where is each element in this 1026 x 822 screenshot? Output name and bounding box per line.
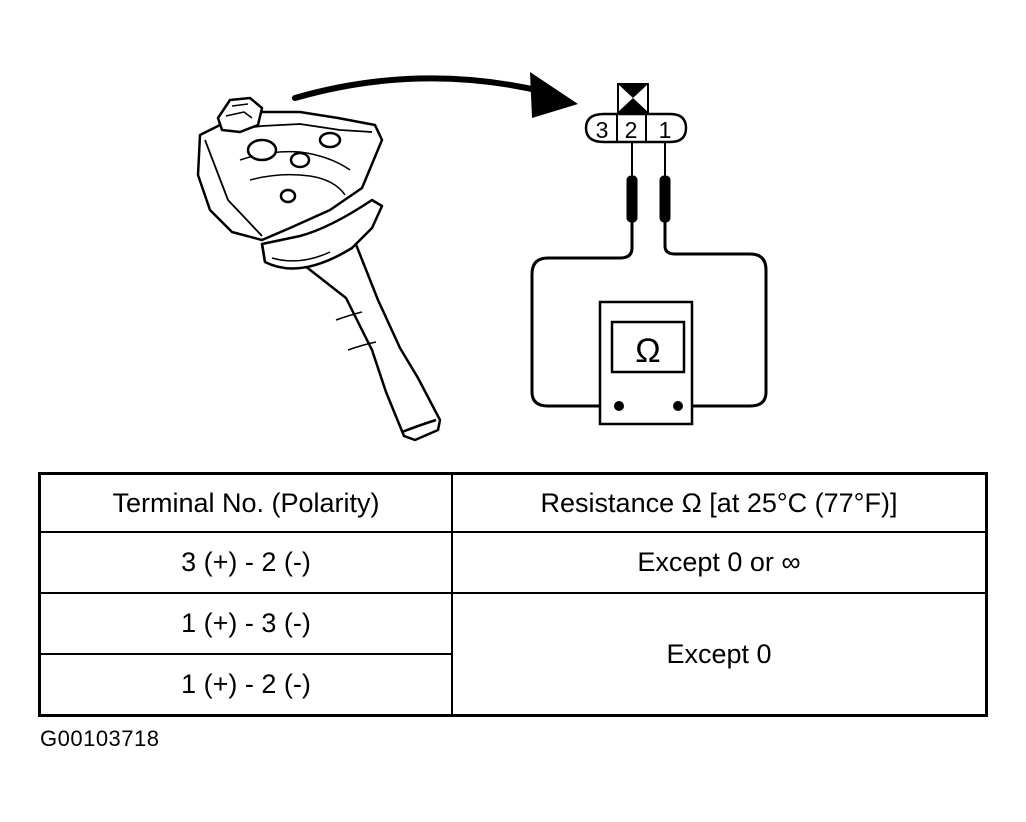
cell-terminals: 1 (+) - 3 (-) xyxy=(38,592,453,655)
test-probes xyxy=(626,142,671,223)
figure-id: G00103718 xyxy=(40,726,160,751)
header-resistance: Resistance Ω [at 25°C (77°F)] xyxy=(451,472,988,533)
connector-lock-icon xyxy=(618,84,648,98)
connector: 3 2 1 xyxy=(584,83,688,144)
cell-terminals: 3 (+) - 2 (-) xyxy=(38,531,453,594)
ohmmeter-display xyxy=(610,320,686,374)
ignition-coil-illustration xyxy=(196,96,442,442)
probe-jack-left xyxy=(614,401,624,411)
terminal-1-label: 1 xyxy=(659,117,672,143)
table-header-row: Terminal No. (Polarity) Resistance Ω [at… xyxy=(38,472,988,533)
table-row: 1 (+) - 2 (-) xyxy=(38,653,987,717)
resistance-spec-table: Terminal No. (Polarity) Resistance Ω [at… xyxy=(38,472,988,717)
curved-arrow-icon xyxy=(292,72,578,118)
terminal-3-label: 3 xyxy=(596,117,609,143)
table-row: 3 (+) - 2 (-) Except 0 or ∞ xyxy=(38,531,988,594)
coil-test-diagram: 3 2 1 Ω xyxy=(196,72,768,442)
test-leads xyxy=(530,222,768,408)
header-terminal: Terminal No. (Polarity) xyxy=(38,472,453,533)
cell-resistance-merged: Except 0 xyxy=(451,592,988,717)
ohm-symbol: Ω xyxy=(635,332,660,370)
table-row: 1 (+) - 3 (-) Except 0 xyxy=(38,592,988,717)
ohmmeter: Ω xyxy=(598,300,694,426)
cell-terminals: 1 (+) - 2 (-) xyxy=(38,653,453,717)
cell-resistance: Except 0 or ∞ xyxy=(451,531,988,594)
probe-jack-right xyxy=(673,401,683,411)
terminal-2-label: 2 xyxy=(625,117,638,143)
